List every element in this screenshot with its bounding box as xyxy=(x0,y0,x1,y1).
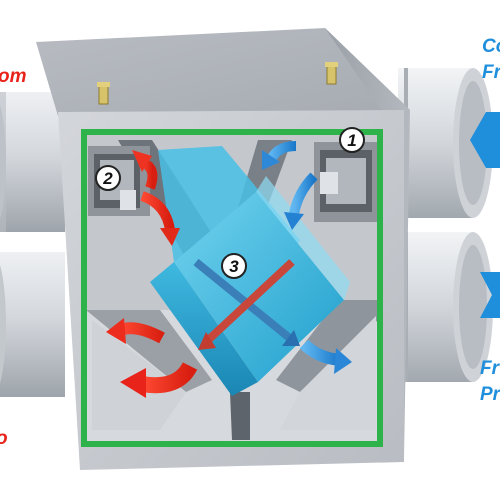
blue-arrow-icon xyxy=(284,172,318,230)
clip-left xyxy=(97,82,110,105)
fresh-air-label-line2: Pr xyxy=(480,384,500,405)
heat-exchanger-core xyxy=(150,146,350,396)
red-arrow-icon xyxy=(132,150,158,190)
red-arrow-icon xyxy=(140,191,180,246)
fan-module-right xyxy=(314,142,378,222)
callout-2: 2 xyxy=(95,165,121,191)
red-arrow-icon xyxy=(106,318,165,344)
cool-air-label-line1: Co xyxy=(482,36,500,57)
room-air-label-bottom: o xyxy=(0,428,8,450)
blue-arrow-icon xyxy=(470,112,500,168)
callout-3: 3 xyxy=(221,253,247,279)
callout-1: 1 xyxy=(339,127,365,153)
blue-arrow-icon xyxy=(299,339,352,374)
red-arrow-icon xyxy=(120,361,198,398)
blue-arrow-icon xyxy=(262,141,297,170)
left-lower-duct xyxy=(0,252,65,397)
blue-arrow-icon xyxy=(480,272,500,318)
fresh-air-label-line1: Fr xyxy=(480,358,499,379)
core-front-face xyxy=(174,192,344,382)
room-air-label: om xyxy=(0,66,27,87)
crossflow-arrows-icon xyxy=(193,258,300,350)
clip-right xyxy=(325,62,338,85)
callout-1-number: 1 xyxy=(347,131,356,150)
green-outline-frame xyxy=(81,129,383,447)
right-lower-duct xyxy=(398,232,493,382)
cool-air-label-line2: Fr xyxy=(482,62,500,83)
left-upper-duct xyxy=(0,92,65,232)
callout-2-number: 2 xyxy=(102,169,113,188)
core-bottom-face xyxy=(150,262,258,396)
callout-3-number: 3 xyxy=(229,257,239,276)
housing-top xyxy=(36,28,410,116)
